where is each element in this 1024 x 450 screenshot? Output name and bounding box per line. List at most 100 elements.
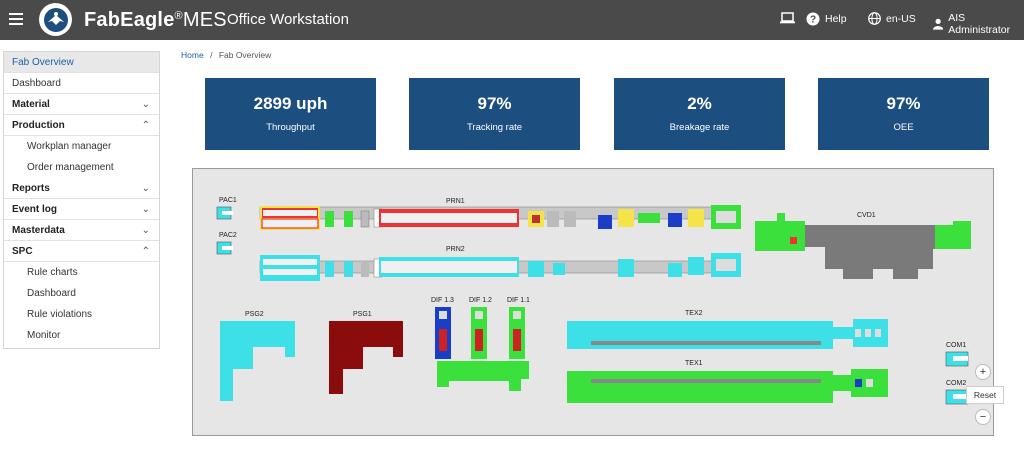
label-dif-1-2: DIF 1.2 <box>469 297 492 304</box>
label-dif-1-3: DIF 1.3 <box>431 297 454 304</box>
sidebar-item-material[interactable]: Material ⌄ <box>4 94 159 115</box>
label-prn1: PRN1 <box>446 198 465 205</box>
machine-com2[interactable] <box>945 389 969 405</box>
breadcrumb-separator: / <box>210 50 213 60</box>
label-prn2: PRN2 <box>446 246 465 253</box>
help-icon: ? <box>806 12 820 26</box>
sidebar-item-label: Dashboard <box>27 288 76 299</box>
user-icon <box>933 18 944 30</box>
sidebar-item-label: Monitor <box>27 330 61 341</box>
language-label: en-US <box>886 12 916 25</box>
sidebar-item-rule-violations[interactable]: Rule violations <box>4 304 159 325</box>
sidebar-item-label: SPC <box>12 246 33 257</box>
sidebar-item-dashboard[interactable]: Dashboard <box>4 73 159 94</box>
reset-button[interactable]: Reset <box>966 386 1004 404</box>
workstation-button[interactable] <box>780 12 795 24</box>
kpi-value: 2899 uph <box>253 94 328 113</box>
fab-layout-map[interactable]: PAC1 PAC2 PRN1 <box>192 168 1004 436</box>
kpi-value: 97% <box>477 94 512 113</box>
label-pac2: PAC2 <box>219 232 237 239</box>
sidebar-item-label: Material <box>12 99 50 110</box>
sidebar-item-label: Workplan manager <box>27 141 112 152</box>
kpi-label: Tracking rate <box>466 122 523 133</box>
machine-dif-1-1[interactable] <box>509 307 525 359</box>
language-button[interactable]: en-US <box>868 12 916 25</box>
kpi-value: 2% <box>687 94 712 113</box>
menu-icon[interactable] <box>9 13 23 25</box>
kpi-label: OEE <box>893 122 914 133</box>
machine-psg2[interactable] <box>220 321 295 401</box>
user-name: AIS Administrator <box>948 12 1011 36</box>
sidebar-item-label: Dashboard <box>12 78 61 89</box>
globe-icon <box>868 12 881 25</box>
sidebar-item-rule-charts[interactable]: Rule charts <box>4 262 159 283</box>
sidebar-item-reports[interactable]: Reports ⌄ <box>4 178 159 199</box>
label-com1: COM1 <box>946 342 966 349</box>
sidebar-item-spc[interactable]: SPC ⌃ <box>4 241 159 262</box>
label-tex2: TEX2 <box>685 310 703 317</box>
machine-psg1[interactable] <box>329 321 403 394</box>
breadcrumb-home[interactable]: Home <box>181 50 204 60</box>
sidebar-item-masterdata[interactable]: Masterdata ⌄ <box>4 220 159 241</box>
label-dif-1-1: DIF 1.1 <box>507 297 530 304</box>
sidebar-item-label: Order management <box>27 162 114 173</box>
sidebar-item-label: Reports <box>12 183 50 194</box>
machine-prn1[interactable] <box>259 205 741 230</box>
kpi-label: Breakage rate <box>669 122 730 133</box>
help-button[interactable]: ? Help <box>806 12 847 26</box>
chevron-down-icon: ⌄ <box>141 204 150 215</box>
machine-prn2[interactable] <box>259 253 741 281</box>
label-tex1: TEX1 <box>685 360 703 367</box>
kpi-tracking-rate[interactable]: 97% Tracking rate <box>409 78 580 150</box>
breadcrumb: Home / Fab Overview <box>181 50 271 60</box>
breadcrumb-current: Fab Overview <box>218 50 272 60</box>
sidebar-item-fab-overview[interactable]: Fab Overview <box>4 52 159 73</box>
fabeagle-logo[interactable] <box>39 3 72 36</box>
help-label: Help <box>825 13 847 25</box>
chevron-up-icon: ⌃ <box>141 120 150 131</box>
machine-cvd1[interactable] <box>755 213 971 279</box>
dif-conveyor[interactable] <box>437 361 529 391</box>
label-com2: COM2 <box>946 380 966 387</box>
kpi-value: 97% <box>886 94 921 113</box>
svg-text:?: ? <box>810 15 816 26</box>
label-cvd1: CVD1 <box>857 212 876 219</box>
machine-pac1[interactable] <box>216 206 233 220</box>
app-title: Office Workstation <box>227 11 349 28</box>
sidebar-item-workplan-manager[interactable]: Workplan manager <box>4 136 159 157</box>
machine-dif-1-2[interactable] <box>471 307 487 359</box>
sidebar-item-label: Rule charts <box>27 267 78 278</box>
machine-com1[interactable] <box>945 351 969 367</box>
kpi-breakage-rate[interactable]: 2% Breakage rate <box>614 78 785 150</box>
sidebar-item-label: Masterdata <box>12 225 65 236</box>
kpi-label: Throughput <box>266 122 315 133</box>
kpi-oee[interactable]: 97% OEE <box>818 78 989 150</box>
top-bar: FabEagle®MES Office Workstation ? Help e… <box>0 0 1024 40</box>
sidebar-item-label: Fab Overview <box>12 57 74 68</box>
chevron-up-icon: ⌃ <box>141 246 150 257</box>
sidebar-item-label: Event log <box>12 204 58 215</box>
label-psg2: PSG2 <box>245 311 264 318</box>
machine-pac2[interactable] <box>216 241 233 255</box>
sidebar-item-dashboard[interactable]: Dashboard <box>4 283 159 304</box>
label-pac1: PAC1 <box>219 197 237 204</box>
zoom-in-button[interactable]: + <box>975 364 991 380</box>
sidebar-item-event-log[interactable]: Event log ⌄ <box>4 199 159 220</box>
machine-tex2[interactable] <box>567 319 888 349</box>
chevron-down-icon: ⌄ <box>141 225 150 236</box>
sidebar-item-production[interactable]: Production ⌃ <box>4 115 159 136</box>
machine-dif-1-3[interactable] <box>435 307 451 359</box>
brand-name: FabEagle®MES <box>84 9 227 31</box>
zoom-out-button[interactable]: − <box>975 409 991 425</box>
chevron-down-icon: ⌄ <box>141 99 150 110</box>
sidebar-item-monitor[interactable]: Monitor <box>4 325 159 346</box>
sidebar-item-order-management[interactable]: Order management <box>4 157 159 178</box>
label-psg1: PSG1 <box>353 311 372 318</box>
chevron-down-icon: ⌄ <box>141 183 150 194</box>
user-menu[interactable]: AIS Administrator <box>933 12 1024 36</box>
machine-tex1[interactable] <box>567 369 888 403</box>
sidebar-item-label: Production <box>12 120 65 131</box>
